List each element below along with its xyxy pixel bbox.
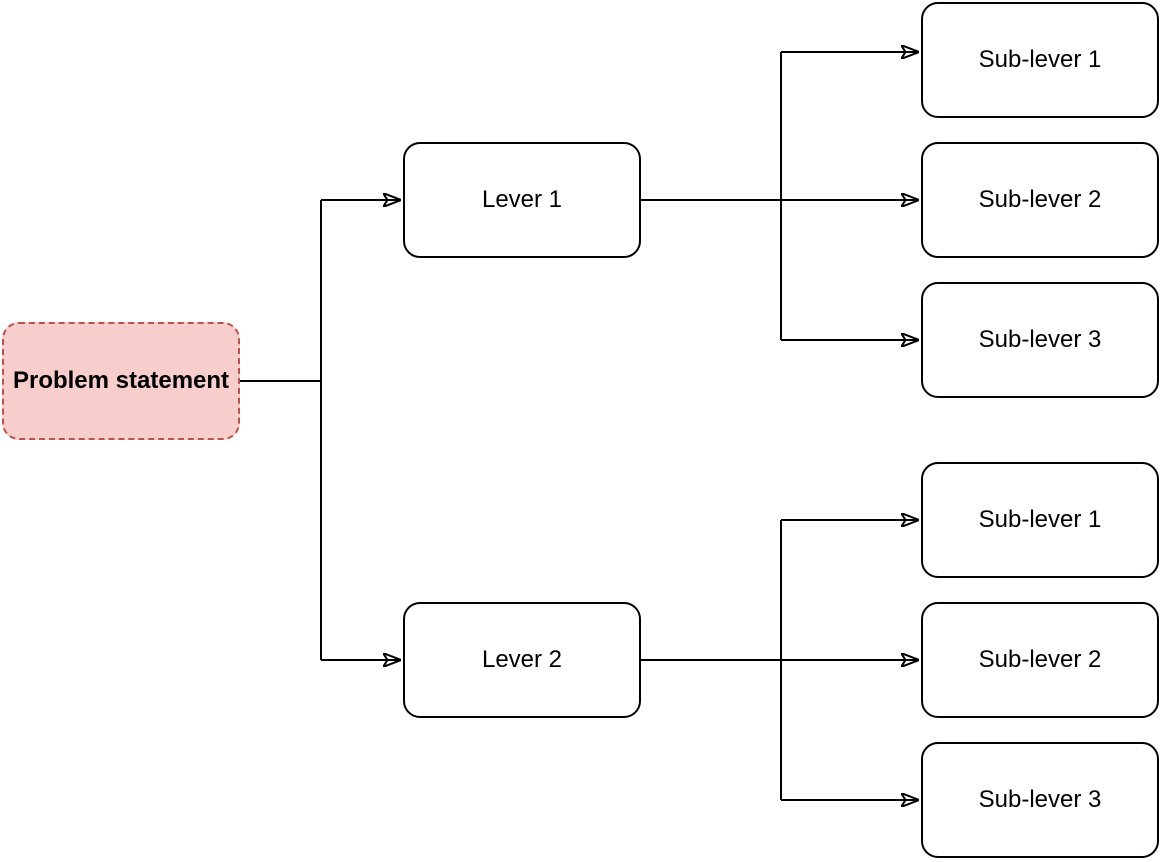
node-lever2-sub-lever-2-label: Sub-lever 2 bbox=[978, 645, 1102, 673]
node-lever-1[interactable]: Lever 1 bbox=[403, 142, 641, 258]
node-lever2-sub-lever-2[interactable]: Sub-lever 2 bbox=[921, 602, 1159, 718]
node-lever1-sub-lever-3[interactable]: Sub-lever 3 bbox=[921, 282, 1159, 398]
node-lever-1-label: Lever 1 bbox=[481, 185, 563, 213]
node-lever-2[interactable]: Lever 2 bbox=[403, 602, 641, 718]
node-lever1-sub-lever-2[interactable]: Sub-lever 2 bbox=[921, 142, 1159, 258]
node-lever1-sub-lever-2-label: Sub-lever 2 bbox=[978, 185, 1102, 213]
node-problem-statement[interactable]: Problem statement bbox=[2, 322, 240, 440]
node-lever-2-label: Lever 2 bbox=[481, 645, 563, 673]
node-lever2-sub-lever-3[interactable]: Sub-lever 3 bbox=[921, 742, 1159, 858]
node-lever2-sub-lever-1[interactable]: Sub-lever 1 bbox=[921, 462, 1159, 578]
node-lever1-sub-lever-1-label: Sub-lever 1 bbox=[978, 45, 1102, 73]
node-lever2-sub-lever-3-label: Sub-lever 3 bbox=[978, 785, 1102, 813]
node-lever1-sub-lever-1[interactable]: Sub-lever 1 bbox=[921, 2, 1159, 118]
node-lever2-sub-lever-1-label: Sub-lever 1 bbox=[978, 505, 1102, 533]
node-problem-statement-label: Problem statement bbox=[12, 366, 230, 394]
node-lever1-sub-lever-3-label: Sub-lever 3 bbox=[978, 325, 1102, 353]
